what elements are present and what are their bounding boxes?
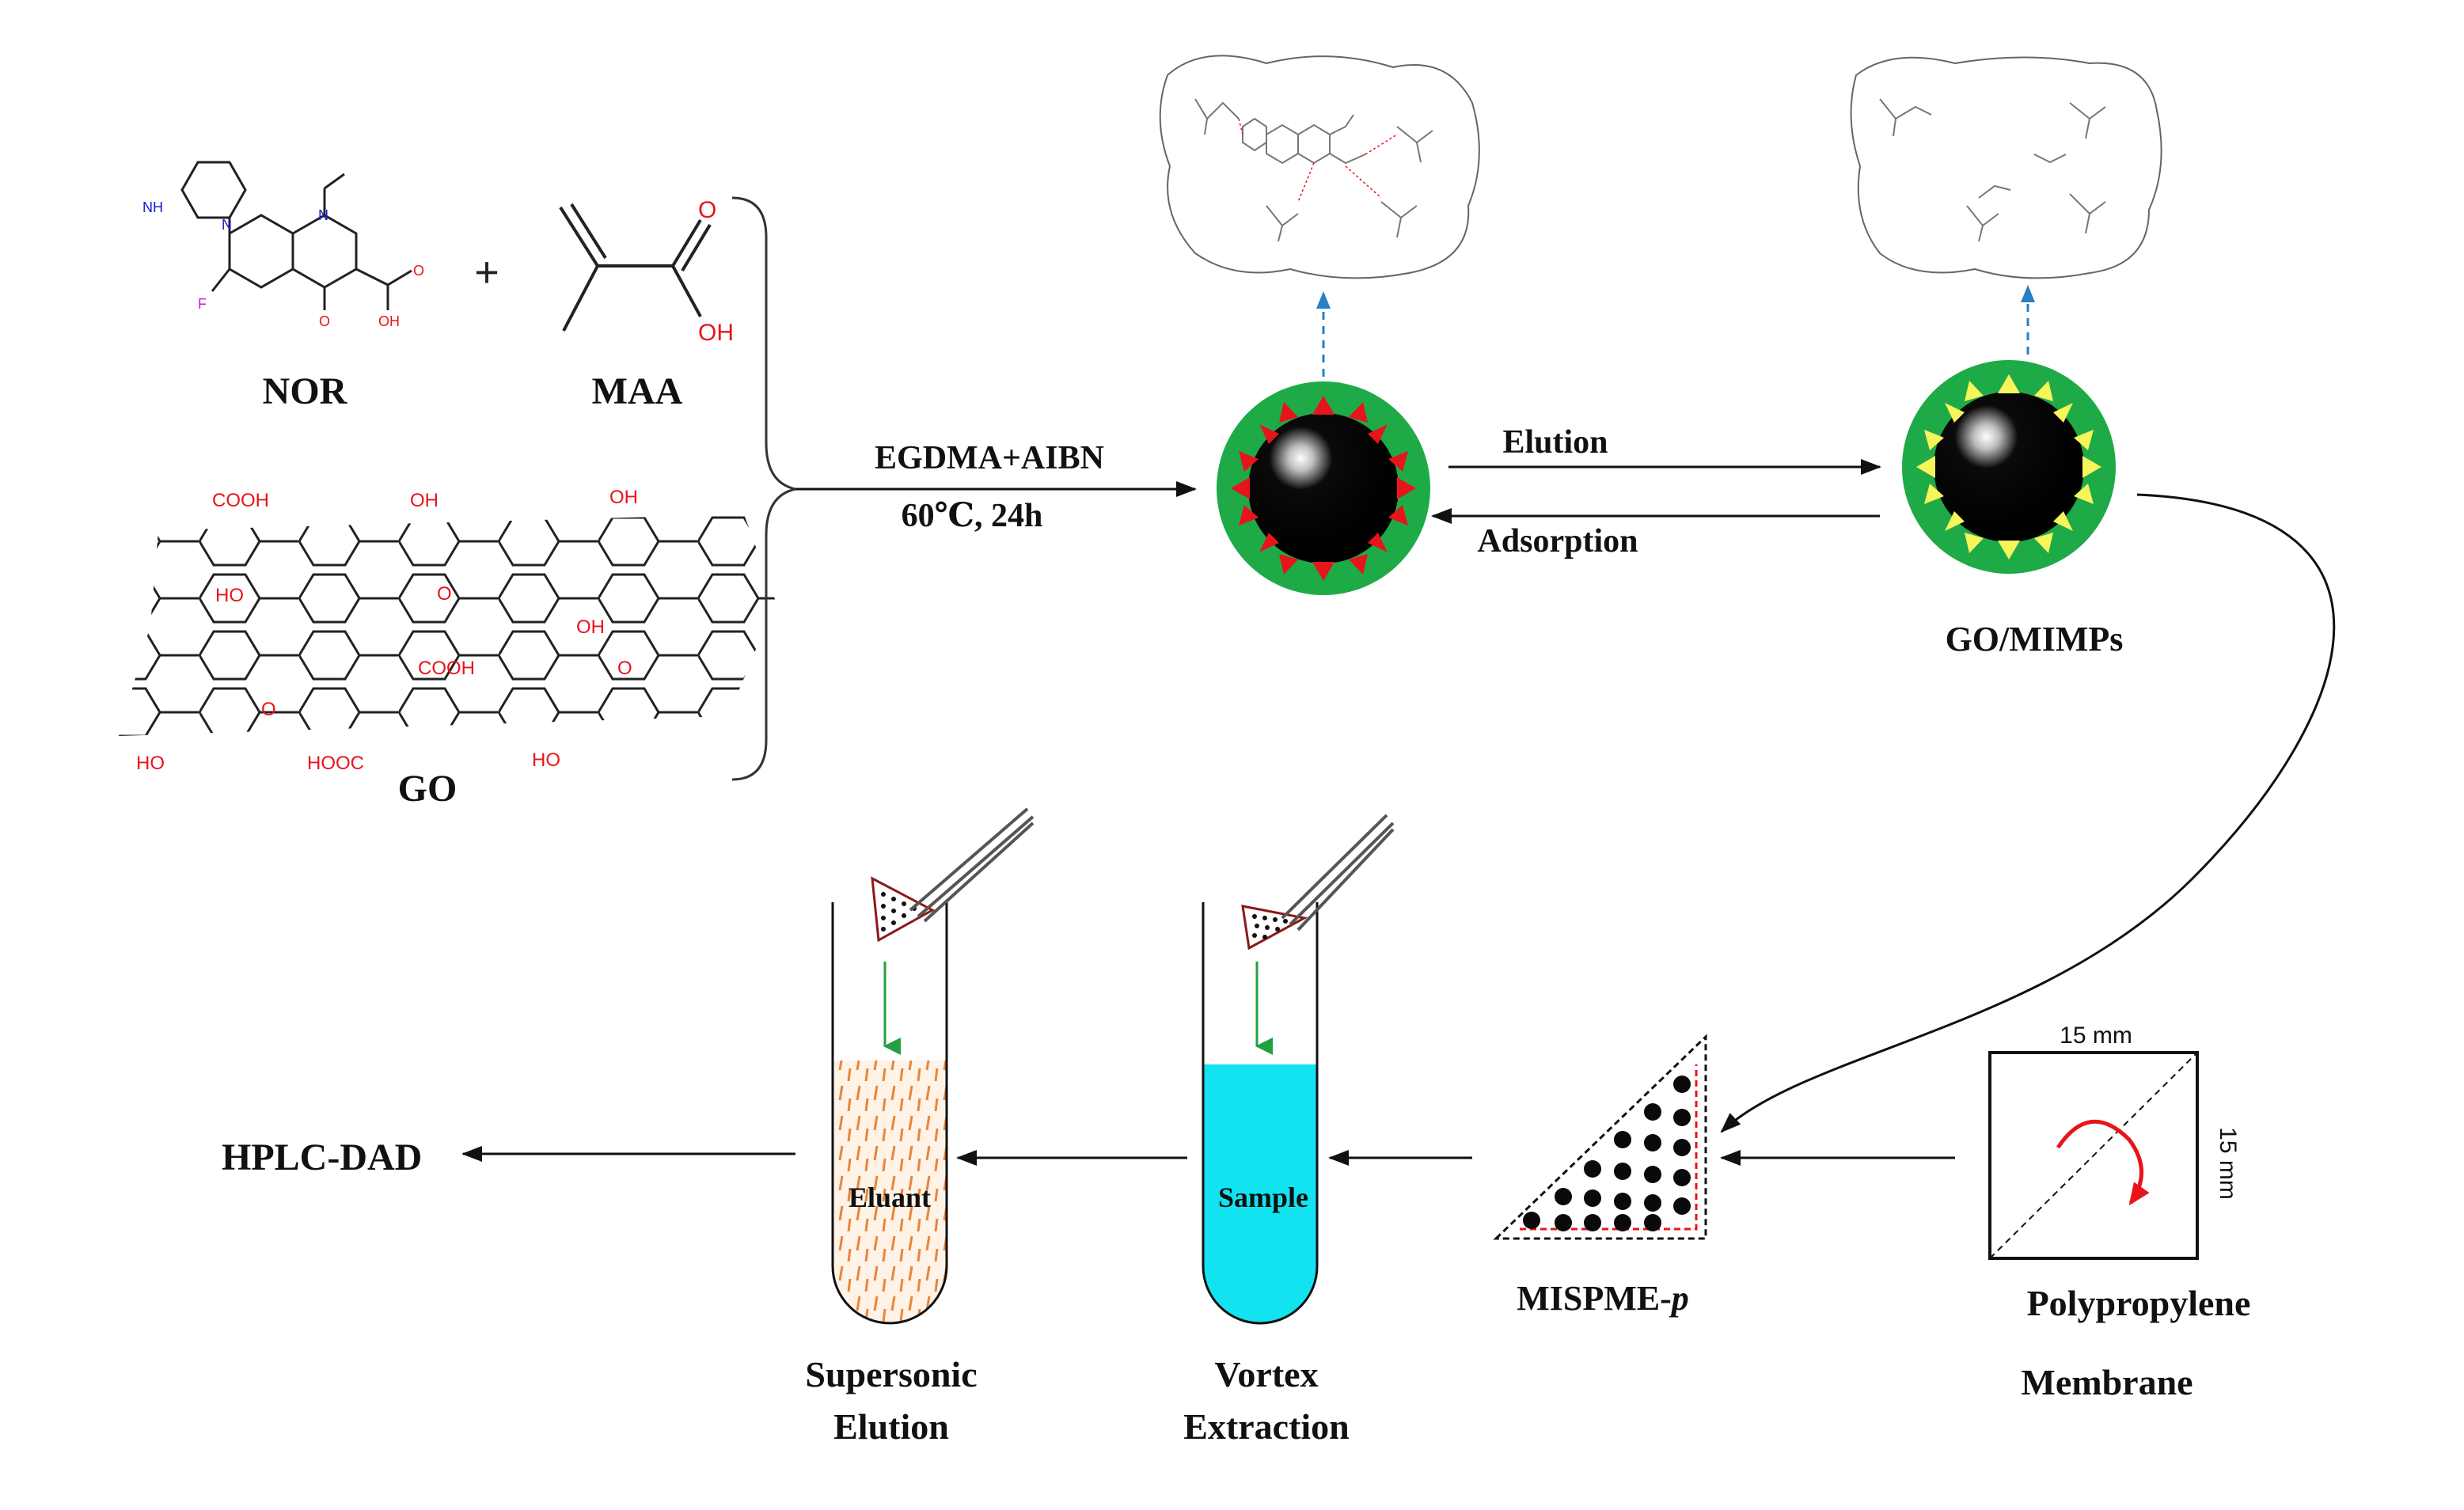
maa-o-atom: O [698,197,716,223]
go-ho-1: HO [215,585,244,606]
maa-oh-atom: OH [698,320,734,346]
go-oh-1: OH [410,490,439,511]
imprinted-particle-icon [1217,381,1430,595]
adsorption-label: Adsorption [1477,523,1638,560]
cavity-detail-with-template [1159,55,1480,279]
nh-atom: NH [142,199,163,215]
dimension-side: 15 mm [2215,1127,2241,1200]
coating-curve-arrow [1720,493,2336,1133]
go-ho-2: HO [136,753,165,774]
graphene-oxide-sheet: COOH OH OH HO O OH COOH O O HO HOOC HO [119,487,776,774]
n-atom-piperazine: N [222,217,232,233]
vortex-label-line1: Vortex [1214,1354,1318,1394]
plus-sign: + [474,249,499,296]
conditions-label: 60℃, 24h [902,498,1043,534]
dimension-top: 15 mm [2060,1022,2132,1049]
mispme-label: MISPME-p [1517,1279,1689,1318]
cavity-detail-empty [1850,56,2162,279]
supersonic-label-line2: Elution [833,1406,949,1447]
go-oh-3: OH [576,617,605,638]
ketone-o-atom: O [319,313,330,329]
acid-oh-atom: OH [378,313,400,329]
vortex-test-tube-icon [1202,902,1319,1325]
f-atom: F [198,296,207,312]
go-epoxide-2: O [261,699,276,720]
membrane-label-line2: Membrane [2021,1362,2193,1402]
go-label: GO [398,768,457,810]
maa-label: MAA [592,370,683,412]
nor-label: NOR [263,370,348,412]
go-cooh-1: COOH [212,490,269,511]
go-oh-2: OH [609,487,638,508]
sample-label: Sample [1218,1182,1308,1213]
eluant-label: Eluant [849,1182,931,1213]
mispme-p-triangle-icon [1493,1034,1707,1240]
n-atom-quinolone: N [318,207,328,223]
elution-test-tube-icon [831,876,948,1325]
vortex-label-line2: Extraction [1183,1406,1350,1447]
reagents-label: EGDMA+AIBN [875,440,1104,476]
nor-structure: NH N N F O O OH [142,161,424,329]
mispme-label-italic: p [1669,1279,1689,1318]
maa-structure: O OH [559,197,734,346]
rotation-arrow-icon [2056,1119,2150,1206]
go-epoxide-3: O [617,658,632,679]
tweezers-icon-vortex [1281,814,1395,931]
membrane-label-line1: Polypropylene [2027,1283,2251,1323]
membrane-square-icon [1988,1051,2199,1260]
mispme-label-base: MISPME- [1517,1279,1672,1318]
elution-label: Elution [1502,424,1608,461]
product-label: GO/MIMPs [1946,620,2124,658]
go-epoxide-1: O [437,583,452,605]
go-ho-3: HO [532,749,560,771]
tweezers-icon-elution [909,807,1035,923]
reactant-brace [731,196,796,781]
acid-o-atom: O [413,263,424,279]
go-hooc-1: HOOC [307,753,364,774]
supersonic-label-line1: Supersonic [805,1354,977,1394]
go-cooh-2: COOH [418,658,475,679]
hplc-label: HPLC-DAD [222,1136,422,1178]
template-removed-particle-icon [1902,360,2116,574]
